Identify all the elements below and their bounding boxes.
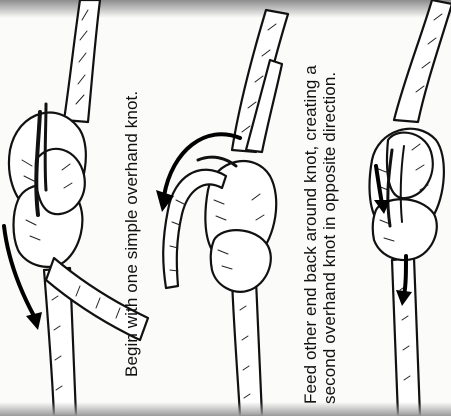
panel-2-feeding-end-illustration [156,10,288,416]
step-1-caption: Begin with one simple overhand knot. [122,91,141,377]
step-2-caption-line-1: Feed other end back around knot, creatin… [301,65,320,404]
scan-shadow-bottom [0,402,451,416]
panel-3-finished-knot-illustration [370,0,451,416]
step-2-caption-line-2: second overhand knot in opposite directi… [320,72,339,404]
